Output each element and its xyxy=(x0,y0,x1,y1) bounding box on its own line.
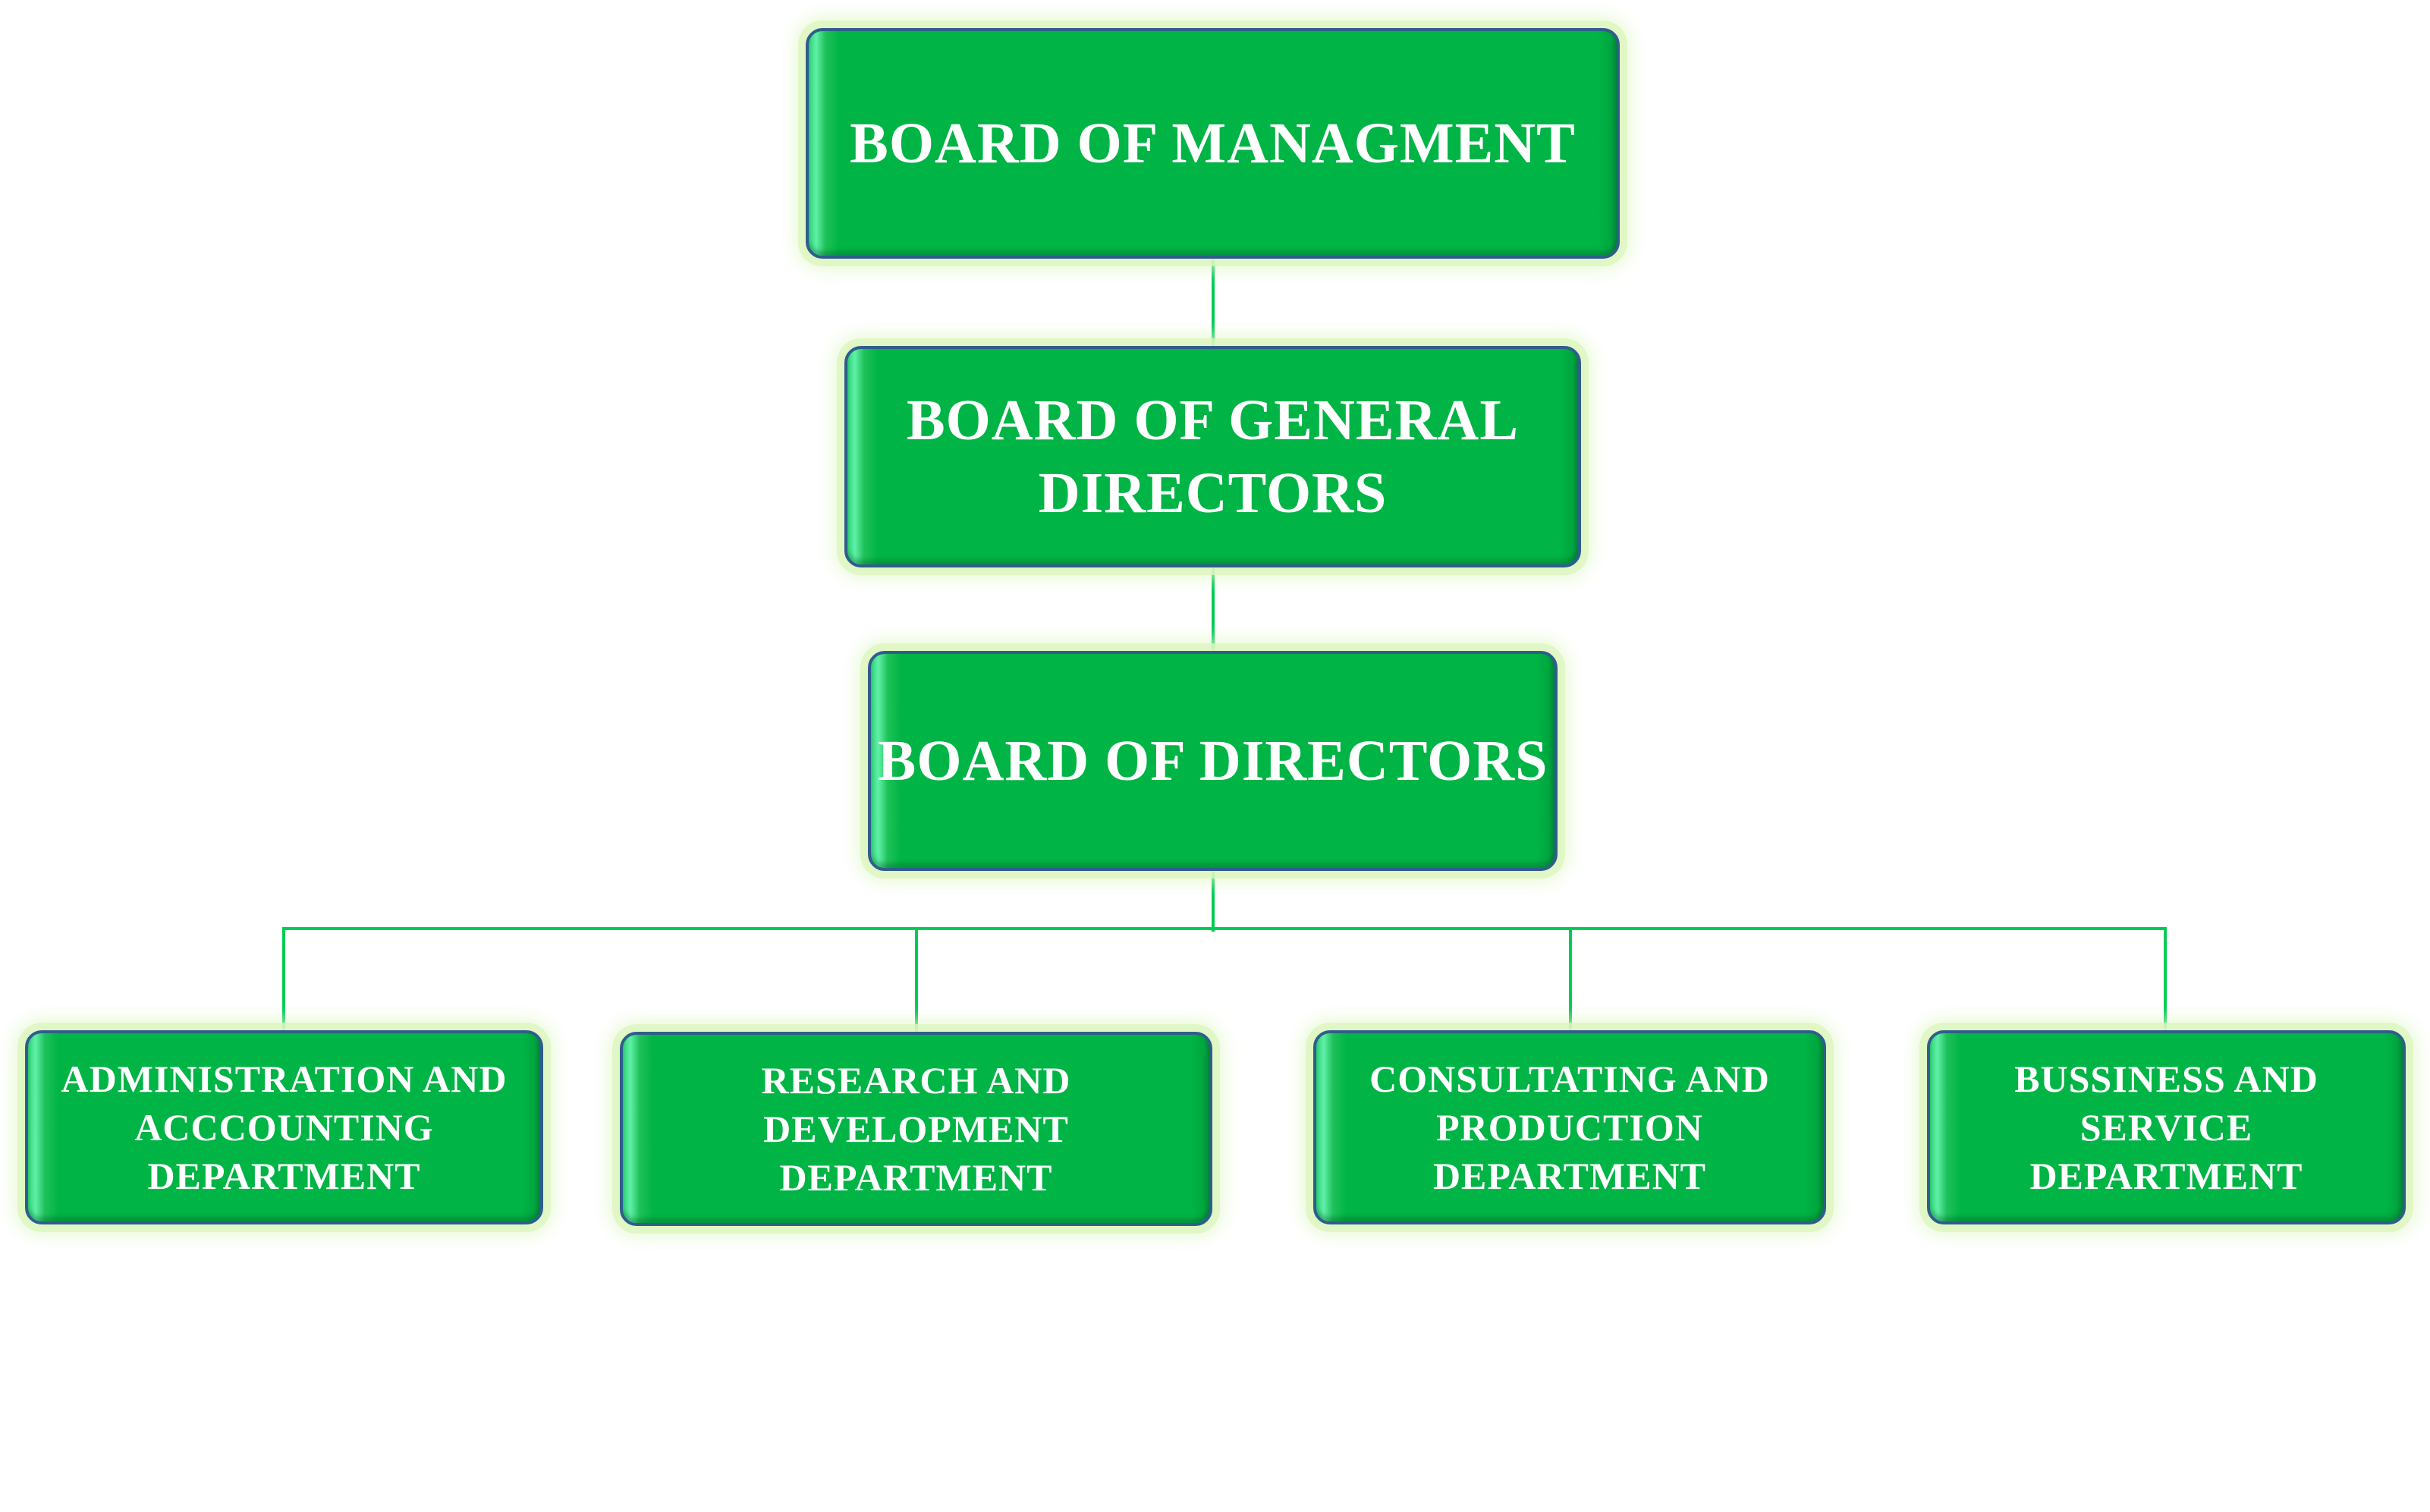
node-label-line-3: DEPARTMENT xyxy=(2029,1155,2303,1197)
connector-to-department-1 xyxy=(282,927,285,1032)
connector-to-department-4 xyxy=(2164,927,2167,1032)
connector-to-department-3 xyxy=(1569,927,1572,1032)
node-board-of-management: BOARD OF MANAGMENT xyxy=(806,28,1620,259)
connector-directors-down xyxy=(1212,871,1215,932)
node-label-line-2: DEVELOPMENT xyxy=(763,1108,1069,1150)
node-label: ADMINISTRATION AND ACCCOUNTING DEPARTMEN… xyxy=(61,1055,508,1200)
node-label: BOARD OF DIRECTORS xyxy=(877,729,1548,793)
node-label-line-1: ADMINISTRATION AND xyxy=(61,1058,508,1100)
node-label-line-1: CONSULTATING AND xyxy=(1369,1058,1770,1100)
connector-general-directors-to-directors xyxy=(1212,567,1215,652)
node-label-line-1: BOARD OF GENERAL xyxy=(906,388,1520,452)
node-department-research-development: RESEARCH AND DEVELOPMENT DEPARTMENT xyxy=(620,1032,1212,1226)
node-label-line-1: RESEARCH AND xyxy=(761,1059,1071,1102)
node-label: RESEARCH AND DEVELOPMENT DEPARTMENT xyxy=(762,1056,1071,1202)
node-label-line-3: DEPARTMENT xyxy=(1432,1155,1707,1197)
node-label: BOARD OF GENERAL DIRECTORS xyxy=(907,384,1519,530)
node-label: BUSSINESS AND SERVICE DEPARTMENT xyxy=(2014,1055,2318,1200)
node-department-business-service: BUSSINESS AND SERVICE DEPARTMENT xyxy=(1927,1030,2406,1224)
node-label: CONSULTATING AND PRODUCTION DEPARTMENT xyxy=(1369,1055,1770,1200)
node-department-administration-accounting: ADMINISTRATION AND ACCCOUNTING DEPARTMEN… xyxy=(25,1030,543,1224)
node-label-line-2: DIRECTORS xyxy=(1038,461,1388,525)
node-board-of-directors: BOARD OF DIRECTORS xyxy=(868,651,1558,871)
node-department-consulting-production: CONSULTATING AND PRODUCTION DEPARTMENT xyxy=(1313,1030,1826,1224)
connector-management-to-general-directors xyxy=(1212,258,1215,347)
node-label-line-3: DEPARTMENT xyxy=(779,1156,1053,1199)
connector-to-department-2 xyxy=(915,927,918,1032)
node-label-line-1: BUSSINESS AND xyxy=(2014,1058,2318,1100)
node-label: BOARD OF MANAGMENT xyxy=(850,112,1576,175)
node-label-line-3: DEPARTMENT xyxy=(147,1155,421,1197)
node-label-line-2: ACCCOUNTING xyxy=(134,1106,434,1149)
node-label-line-2: SERVICE xyxy=(2079,1106,2253,1149)
node-board-of-general-directors: BOARD OF GENERAL DIRECTORS xyxy=(844,346,1581,567)
node-label-line-2: PRODUCTION xyxy=(1436,1106,1703,1149)
connector-horizontal-bus xyxy=(282,927,2167,930)
